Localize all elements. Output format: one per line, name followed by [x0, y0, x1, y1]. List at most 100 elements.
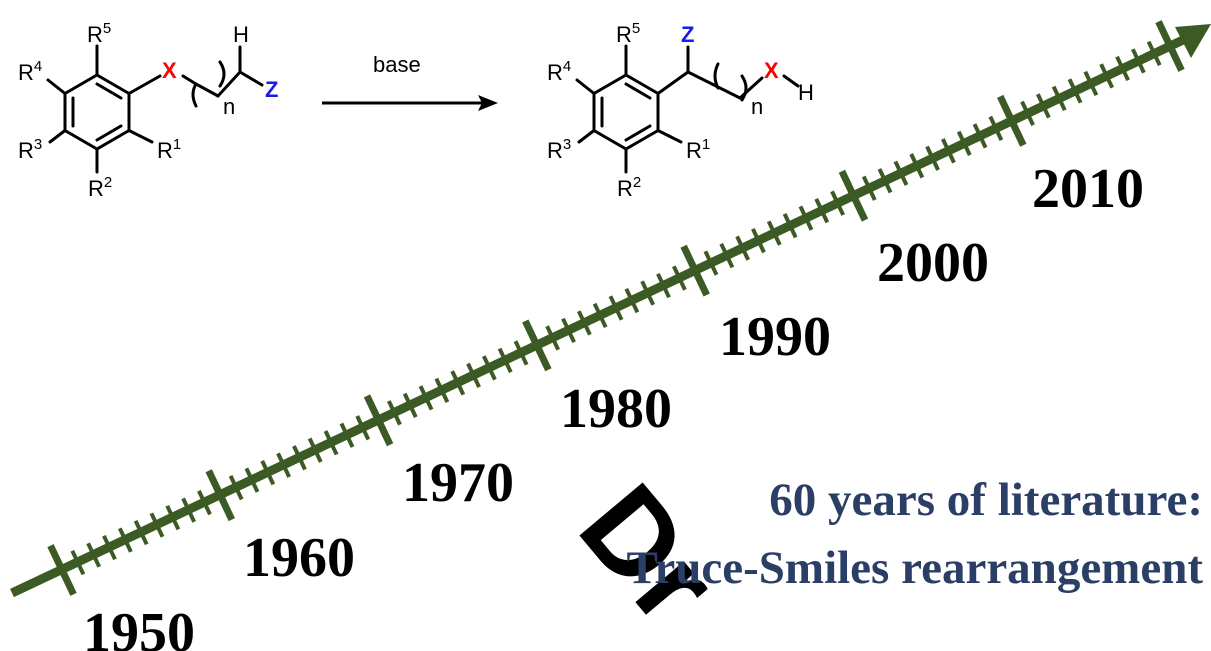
timeline-major-tick — [680, 244, 710, 297]
timeline-minor-tick — [624, 287, 640, 314]
timeline-minor-tick — [307, 437, 323, 463]
product-bond-chain-x — [738, 76, 764, 100]
timeline-minor-tick — [798, 205, 814, 231]
reactant-bond-c-z — [238, 70, 264, 87]
reactant-bond-r4 — [46, 78, 67, 95]
timeline-minor-tick — [940, 138, 956, 164]
timeline-minor-tick — [1051, 85, 1067, 112]
timeline-minor-tick — [608, 295, 624, 321]
product-bond-chain — [686, 70, 718, 88]
reactant-bond-x-chain — [181, 74, 198, 86]
timeline-minor-tick — [735, 235, 751, 261]
timeline-major-tick — [363, 394, 394, 447]
reactant-r2-label: R2 — [88, 174, 112, 201]
product-bond-r1 — [656, 129, 683, 144]
timeline-minor-tick — [671, 265, 687, 291]
timeline-minor-tick — [830, 190, 846, 216]
reactant-x-atom: X — [162, 58, 177, 83]
reactant-chain-bracket — [218, 60, 226, 88]
reactant-bond-r3 — [48, 129, 67, 144]
product-n-label: n — [751, 94, 763, 119]
timeline-minor-tick — [656, 272, 671, 299]
timeline-major-tick — [47, 544, 77, 596]
reactant-r5-label: R5 — [87, 20, 111, 47]
timeline-minor-tick — [703, 250, 719, 276]
reactant-ring-double-bond — [95, 82, 123, 100]
reactant-ring-double-bond — [95, 124, 123, 142]
timeline-minor-tick — [102, 534, 117, 561]
timeline-minor-tick — [323, 430, 339, 456]
product-bond-chain — [714, 84, 742, 100]
timeline-minor-tick — [766, 220, 782, 246]
product-ring-double-bond — [624, 82, 652, 100]
timeline-major-tick — [997, 94, 1027, 147]
reactant-r3-label: R3 — [18, 136, 42, 163]
timeline-minor-tick — [244, 467, 260, 493]
product-r3-label: R3 — [547, 136, 571, 163]
timeline-minor-tick — [1146, 40, 1162, 67]
reactant-benzene-ring — [63, 73, 131, 151]
product-chain-bracket — [740, 74, 748, 102]
timeline-minor-tick — [86, 542, 102, 568]
timeline-minor-tick — [972, 123, 988, 149]
timeline-minor-tick — [70, 549, 86, 576]
timeline-minor-tick — [956, 130, 972, 156]
reactant-bond-r1 — [127, 129, 154, 144]
year-label-1990: 1990 — [719, 306, 831, 368]
timeline-minor-tick — [1115, 55, 1130, 82]
timeline-minor-tick — [1035, 93, 1051, 119]
reactant-r4-label: R4 — [18, 58, 42, 85]
timeline-minor-tick — [228, 475, 244, 501]
product-bond-r4 — [575, 78, 596, 95]
timeline-minor-tick — [877, 168, 893, 194]
timeline-minor-tick — [1083, 70, 1099, 97]
product-ring-double-bond — [624, 124, 652, 142]
product-z-atom: Z — [681, 22, 694, 47]
timeline-minor-tick — [893, 160, 909, 186]
product-chain-bracket — [713, 62, 720, 90]
timeline-minor-tick — [450, 370, 466, 396]
timeline-minor-tick — [355, 415, 371, 441]
timeline-minor-tick — [386, 400, 402, 426]
timeline-minor-tick — [988, 115, 1004, 141]
product-r2-label: R2 — [617, 174, 641, 201]
timeline-minor-tick — [165, 504, 181, 531]
timeline-minor-tick — [276, 452, 292, 478]
timeline-minor-tick — [1130, 48, 1146, 74]
timeline — [10, 20, 1211, 598]
timeline-minor-tick — [545, 325, 561, 351]
timeline-minor-tick — [1020, 100, 1035, 126]
timeline-minor-tick — [181, 497, 197, 523]
timeline-minor-tick — [402, 392, 418, 418]
timeline-minor-tick — [1099, 63, 1115, 89]
timeline-minor-tick — [292, 445, 307, 471]
timeline-minor-tick — [751, 228, 766, 254]
reactant-structure — [46, 44, 264, 174]
product-benzene-ring — [592, 73, 660, 151]
year-label-1980: 1980 — [560, 378, 672, 440]
year-label-1970: 1970 — [402, 452, 514, 514]
reactant-z-atom: Z — [265, 77, 278, 102]
reaction-arrow-head — [478, 95, 498, 111]
reactant-bond-chain — [194, 82, 220, 98]
timeline-minor-tick — [481, 355, 497, 381]
timeline-minor-tick — [925, 145, 940, 171]
year-label-1950: 1950 — [83, 602, 195, 651]
product-bond-x-h — [782, 74, 800, 88]
product-r1-label: R1 — [686, 136, 710, 163]
timeline-minor-tick — [260, 460, 276, 486]
timeline-minor-tick — [418, 385, 434, 411]
product-structure — [575, 44, 800, 174]
timeline-minor-tick — [434, 377, 450, 403]
year-label-2010: 2010 — [1032, 158, 1144, 220]
reagent-label: base — [373, 52, 421, 77]
reactant-r1-label: R1 — [157, 136, 181, 163]
product-r4-label: R4 — [547, 58, 571, 85]
year-label-1960: 1960 — [243, 527, 355, 589]
timeline-minor-tick — [497, 347, 513, 374]
timeline-minor-tick — [719, 242, 735, 269]
timeline-minor-tick — [117, 527, 133, 553]
timeline-major-tick — [838, 169, 869, 222]
timeline-minor-tick — [339, 422, 355, 448]
